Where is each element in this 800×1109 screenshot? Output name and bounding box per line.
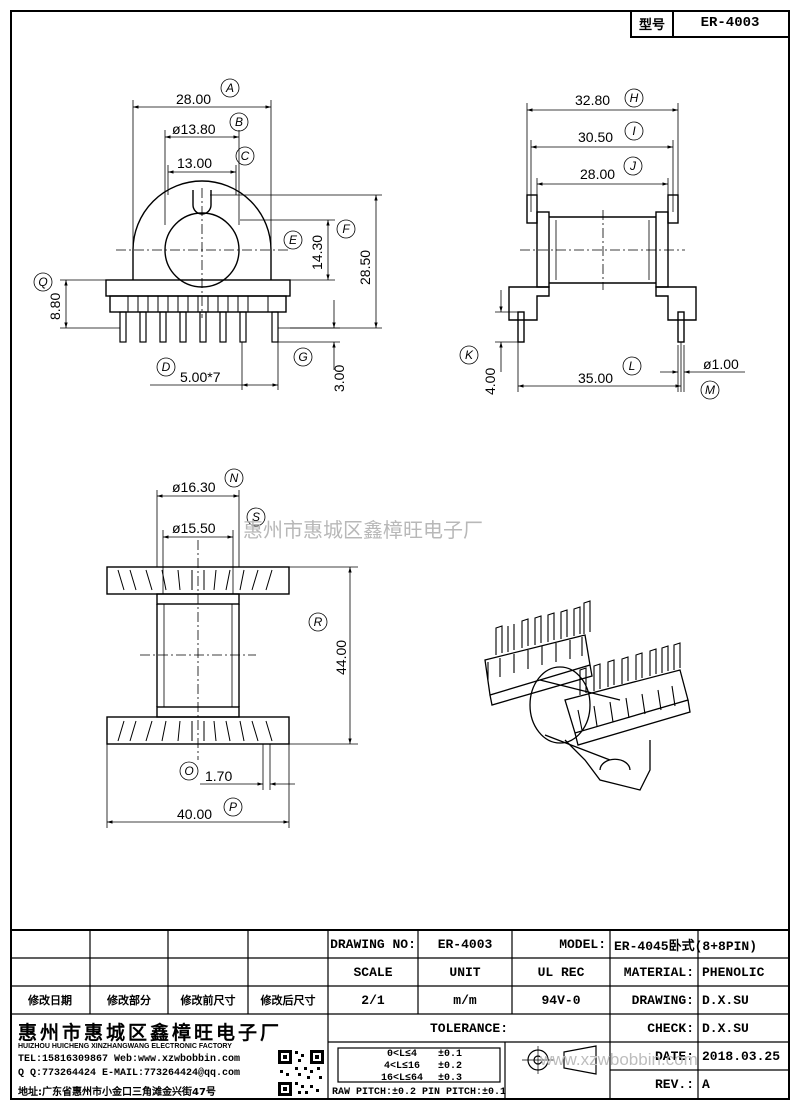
material-value: PHENOLIC	[702, 964, 765, 980]
front-view	[106, 490, 358, 828]
side-view	[495, 103, 745, 392]
revision-header-before: 修改前尺寸	[180, 994, 236, 1007]
letter-m: M	[705, 383, 715, 397]
letter-l: L	[629, 359, 636, 373]
tolerance-range-3: 16<L≤64	[380, 1072, 423, 1084]
dim-j: 28.00	[580, 166, 615, 182]
model-field-value: ER-4045卧式(8+8PIN)	[614, 938, 758, 954]
dim-r: 44.00	[333, 640, 349, 675]
site-watermark: www.xzwbobbin.com	[540, 1050, 698, 1069]
dim-n: ø16.30	[172, 479, 216, 495]
dim-g: 3.00	[331, 365, 347, 392]
dim-o: 1.70	[205, 768, 232, 784]
letter-e: E	[289, 233, 298, 247]
top-view-letters: A B C E F Q D G	[33, 78, 356, 377]
dim-e: 14.30	[309, 235, 325, 270]
company-address: 地址:广东省惠州市小金口三角滩金兴街47号	[18, 1087, 216, 1098]
company-name: 惠州市惠城区鑫樟旺电子厂	[18, 1022, 283, 1044]
dim-a: 28.00	[176, 91, 211, 107]
front-view-letters: N S R O P	[179, 468, 328, 817]
dim-f: 28.50	[357, 250, 373, 285]
dim-c: 13.00	[177, 155, 212, 171]
drawing-frame	[10, 10, 790, 1100]
dim-s: ø15.50	[172, 520, 216, 536]
side-view-letters: H I J K L M	[459, 88, 720, 400]
dim-p: 40.00	[177, 806, 212, 822]
revision-header-after: 修改后尺寸	[260, 994, 316, 1007]
tolerance-range-1: 0<L≤4	[386, 1048, 417, 1060]
check-label: CHECK:	[647, 1020, 694, 1036]
watermark: 惠州市惠城区鑫樟旺电子厂	[243, 519, 483, 542]
tolerance-value-2: ±0.2	[437, 1060, 462, 1072]
isometric-view	[484, 600, 691, 791]
dim-k: 4.00	[482, 368, 498, 395]
company-english-name: HUIZHOU HUICHENG XINZHANGWANG ELECTRONIC…	[18, 1043, 232, 1050]
tolerance-value-1: ±0.1	[437, 1048, 462, 1060]
letter-p: P	[229, 800, 237, 814]
model-value: ER-4003	[672, 10, 790, 38]
dim-b: ø13.80	[172, 121, 216, 137]
date-label: DATE:	[654, 1048, 694, 1064]
letter-c: C	[241, 149, 250, 163]
check-value: D.X.SU	[702, 1020, 749, 1036]
material-label: MATERIAL:	[623, 964, 694, 980]
letter-f: F	[342, 222, 350, 236]
date-value: 2018.03.25	[702, 1048, 781, 1064]
company-qq-email: Q Q:773264424 E-MAIL:773264424@qq.com	[18, 1068, 241, 1079]
tolerance-range-2: 4<L≤16	[383, 1060, 420, 1072]
unit-label: UNIT	[449, 964, 481, 980]
letter-i: I	[632, 124, 636, 138]
letter-h: H	[630, 91, 639, 105]
letter-s: S	[252, 510, 260, 524]
title-block-grid	[10, 929, 790, 1098]
rev-label: REV.:	[654, 1076, 694, 1092]
model-field-label: MODEL:	[559, 936, 606, 952]
technical-drawing: 28.00 ø13.80 13.00 14.30 28.50 8.80 5.00…	[33, 78, 745, 828]
projection-symbol-icon	[522, 1045, 597, 1075]
scale-label: SCALE	[353, 964, 393, 980]
letter-b: B	[235, 115, 243, 129]
dim-q: 8.80	[47, 293, 63, 320]
revision-header-part: 修改部分	[107, 994, 151, 1007]
model-label: 型号	[630, 10, 674, 38]
dim-d: 5.00*7	[180, 369, 221, 385]
drawing-by-value: D.X.SU	[702, 992, 749, 1008]
letter-a: A	[225, 81, 234, 95]
tolerance-value-3: ±0.3	[437, 1072, 462, 1084]
letter-n: N	[230, 471, 239, 485]
letter-j: J	[629, 159, 637, 173]
pitch-note: RAW PITCH:±0.2 PIN PITCH:±0.1	[331, 1086, 507, 1098]
qr-code-icon	[277, 1049, 325, 1097]
unit-value: m/m	[453, 992, 477, 1008]
letter-r: R	[314, 615, 323, 629]
scale-value: 2/1	[361, 992, 385, 1008]
top-view-labels: 28.00 ø13.80 13.00 14.30 28.50 8.80 5.00…	[47, 91, 373, 392]
drawing-no-value: ER-4003	[437, 936, 493, 952]
letter-g: G	[298, 350, 307, 364]
revision-header-date: 修改日期	[28, 994, 72, 1007]
letter-k: K	[465, 348, 474, 362]
letter-q: Q	[38, 275, 47, 289]
top-view	[60, 100, 382, 390]
tolerance-label: TOLERANCE:	[429, 1020, 508, 1036]
dim-l: 35.00	[578, 370, 613, 386]
dim-h: 32.80	[575, 92, 610, 108]
company-tel-web: TEL:15816309867 Web:www.xzwbobbin.com	[18, 1054, 241, 1065]
ul-rec-value: 94V-0	[541, 992, 581, 1008]
letter-o: O	[184, 764, 193, 778]
front-view-labels: ø16.30 ø15.50 44.00 1.70 40.00	[172, 479, 349, 822]
letter-d: D	[162, 360, 171, 374]
side-view-labels: 32.80 30.50 28.00 4.00 35.00 ø1.00	[482, 92, 739, 395]
ul-rec-label: UL REC	[537, 964, 585, 980]
rev-value: A	[702, 1076, 710, 1092]
drawing-by-label: DRAWING:	[631, 992, 694, 1008]
drawing-no-label: DRAWING NO:	[330, 936, 416, 952]
dim-i: 30.50	[578, 129, 613, 145]
dim-m: ø1.00	[703, 356, 739, 372]
